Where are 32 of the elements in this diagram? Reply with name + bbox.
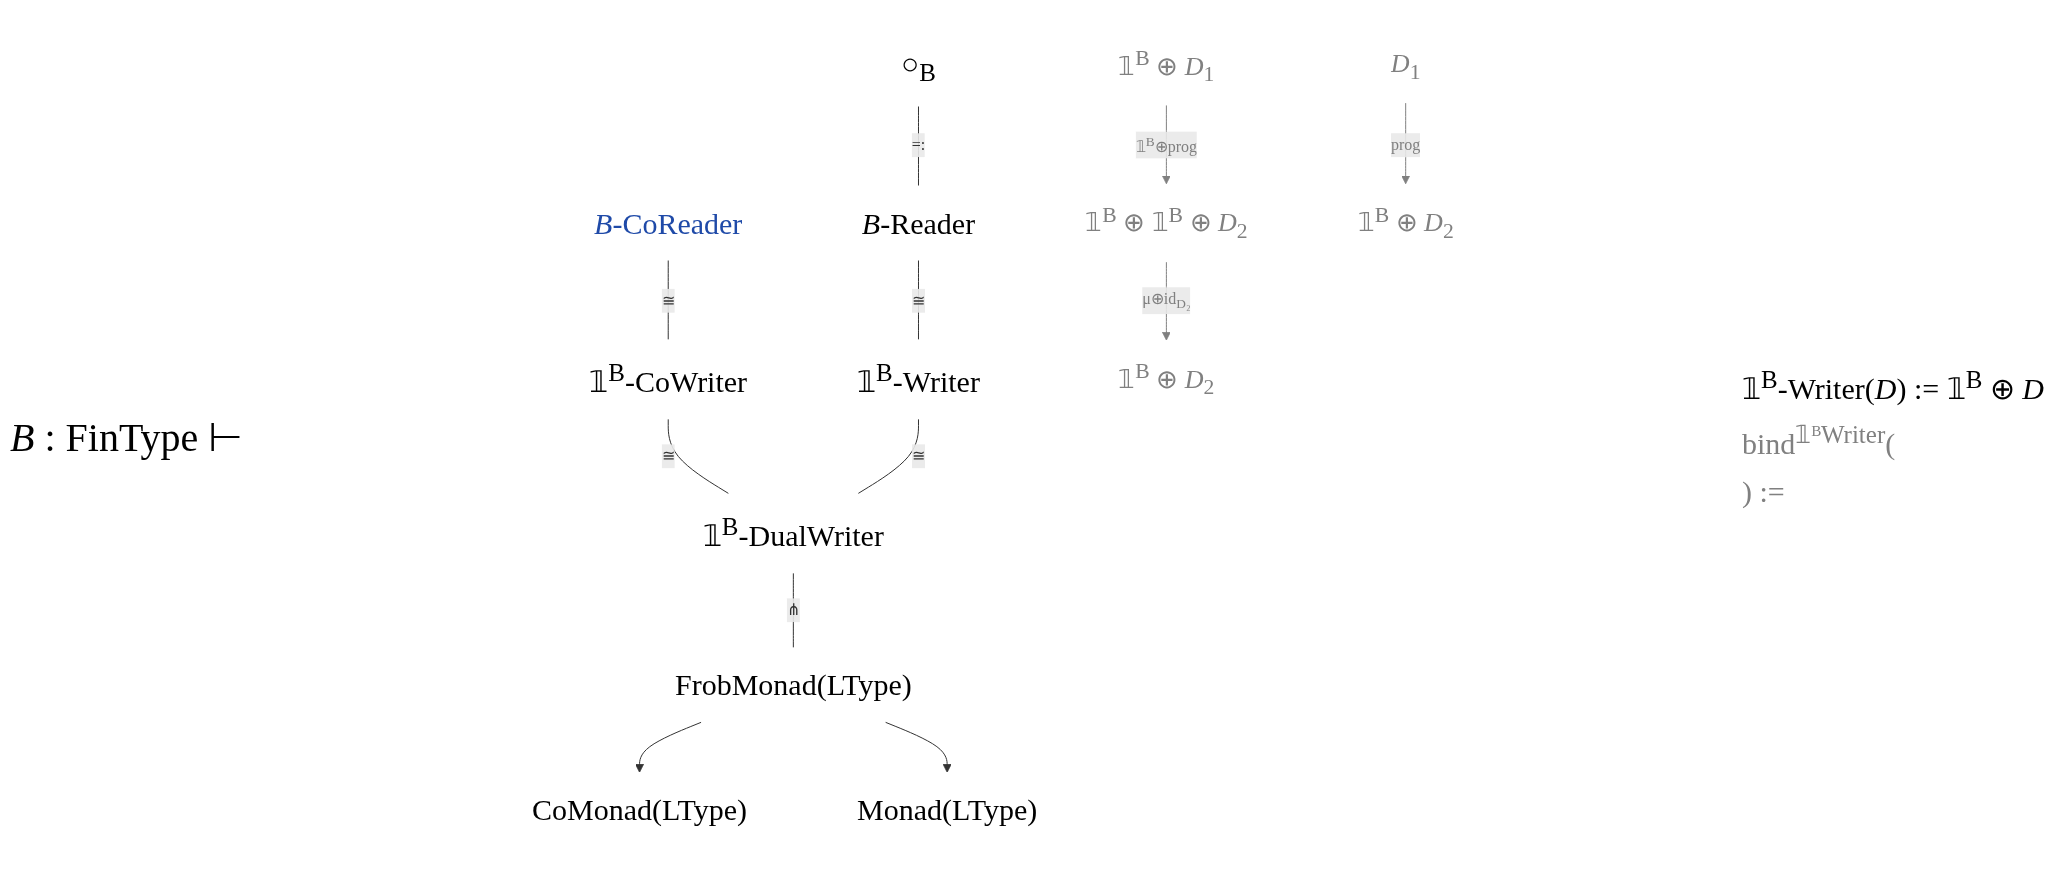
node-text: 𝟙$^{B}$ ⊕ D$_{1}$ xyxy=(1118,46,1215,87)
connector xyxy=(667,419,729,495)
node-text: 𝟙$^{B}$ ⊕ D$_{2}$ xyxy=(1118,359,1215,400)
connector xyxy=(917,106,919,187)
node-text: 𝟙$^{B}$ ⊕ D$_{2}$ xyxy=(1357,203,1454,243)
definition-text: 𝟙$^{B}$-Writer(D) := 𝟙$^{B}$ ⊕ D xyxy=(1741,365,2044,406)
node-text: 𝟙$^{B}$-DualWriter xyxy=(702,513,884,553)
edge-label: μ⊕id$_{D₂}$ xyxy=(1142,290,1191,312)
node-text: B-CoReader xyxy=(593,206,743,240)
node-text: CoMonad(LType) xyxy=(531,793,747,827)
context-label: B : FinType ⊢ xyxy=(10,413,244,461)
edge-label: =: xyxy=(911,136,926,154)
edge-label: ≅ xyxy=(911,292,925,310)
node-text: 𝟙$^{B}$-Writer xyxy=(856,359,980,399)
connector xyxy=(857,419,919,495)
node-text: D$_{1}$ xyxy=(1390,49,1421,84)
definition-text: ) := xyxy=(1741,474,1786,509)
edge-label: ≅ xyxy=(661,292,675,310)
edge-label: prog xyxy=(1390,136,1421,154)
edge-label: ≅ xyxy=(661,447,675,465)
node-text: Monad(LType) xyxy=(856,793,1037,827)
edge-label: ⋔ xyxy=(786,601,800,619)
node-text: B-Reader xyxy=(861,206,975,240)
node-text: 𝟙$^{B}$-CoWriter xyxy=(589,359,747,399)
edge-label: 𝟙$^{B}$⊕prog xyxy=(1135,133,1197,156)
arrow xyxy=(884,722,952,774)
node-text: 𝟙$^{B}$ ⊕ 𝟙$^{B}$ ⊕ D$_{2}$ xyxy=(1084,203,1248,243)
node-text: FrobMonad(LType) xyxy=(674,668,912,702)
arrow xyxy=(634,722,702,774)
edge-label: ≅ xyxy=(911,447,925,465)
node-text: ○$_{B}$ xyxy=(900,47,936,87)
definition-text: bind$^{𝟙ᴮWriter}$( xyxy=(1741,419,1897,461)
